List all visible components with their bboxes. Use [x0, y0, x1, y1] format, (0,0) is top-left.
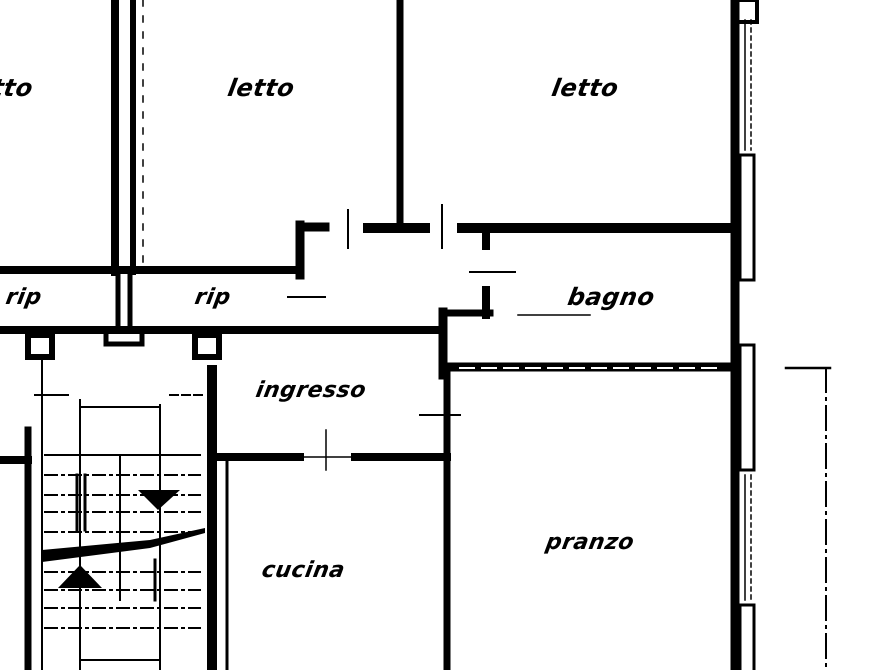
room-label-bagno: bagno [565, 283, 658, 311]
room-label-ingresso: ingresso [253, 378, 369, 403]
room-label-cucina: cucina [259, 558, 348, 583]
room-label-rip-1: rip [3, 285, 44, 310]
room-label-letto-1: letto [225, 74, 297, 102]
room-label-letto-partial: tto [0, 74, 36, 102]
room-label-pranzo: pranzo [543, 530, 637, 555]
room-label-letto-2: letto [549, 74, 621, 102]
stair-up-arrow-icon [58, 565, 102, 588]
stair-down-arrow-icon [138, 490, 180, 510]
room-label-rip-2: rip [192, 285, 233, 310]
